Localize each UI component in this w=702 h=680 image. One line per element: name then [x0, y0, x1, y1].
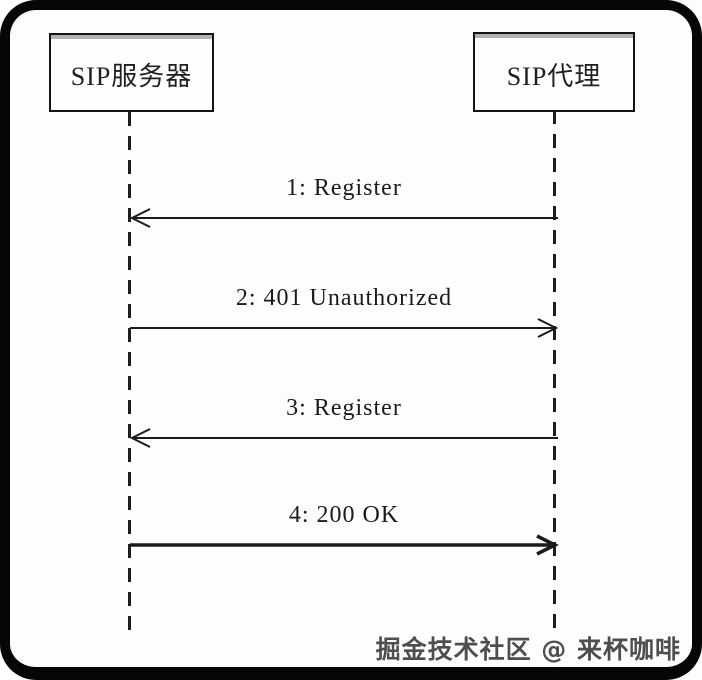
arrow-left-icon [129, 208, 558, 228]
message-row-2: 2: 401 Unauthorized [128, 282, 560, 342]
message-1-label: 1: Register [286, 175, 402, 201]
arrow-left-icon [129, 428, 558, 448]
actor-box-sip-server: SIP服务器 [49, 33, 214, 112]
message-row-4: 4: 200 OK [128, 499, 560, 559]
message-3-label: 3: Register [286, 395, 402, 421]
actor-label-sip-server: SIP服务器 [70, 62, 193, 91]
arrow-right-icon [130, 534, 559, 556]
message-4-label: 4: 200 OK [288, 502, 400, 528]
actor-box-sip-proxy: SIP代理 [473, 32, 635, 112]
actor-label-sip-proxy: SIP代理 [506, 61, 602, 91]
arrow-right-icon [130, 318, 559, 338]
lifeline-sip-server [128, 112, 131, 638]
message-row-1: 1: Register [128, 172, 560, 232]
watermark-text: 掘金技术社区 @ 来杯咖啡 [375, 635, 681, 664]
lifeline-sip-proxy [553, 110, 556, 632]
message-2-label: 2: 401 Unauthorized [235, 285, 453, 311]
message-row-3: 3: Register [128, 392, 560, 452]
